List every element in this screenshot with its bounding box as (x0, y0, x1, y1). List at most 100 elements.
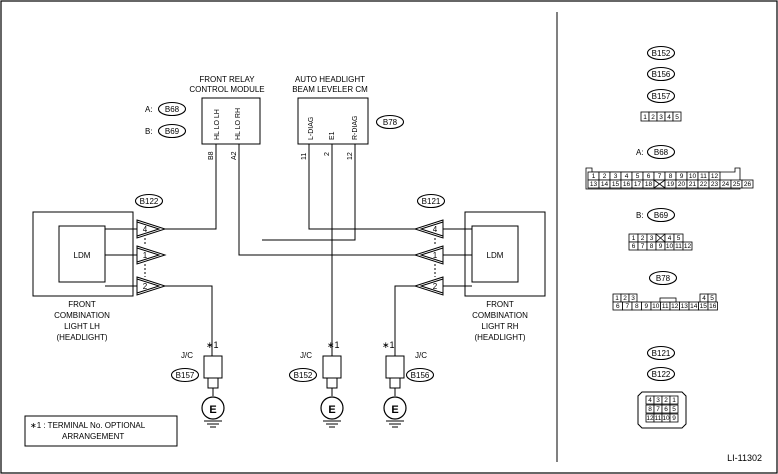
b69-row1-pin-label: 5 (677, 235, 681, 242)
jc-pin-label: 1 (643, 114, 647, 121)
right-label-3: LIGHT RH (481, 322, 518, 331)
left-label-2: COMBINATION (54, 311, 110, 320)
lamp-row2-cell (669, 404, 679, 414)
right-pin-4: 4 (433, 225, 438, 234)
b69-row2-pin-label: 8 (650, 243, 654, 250)
lamp-row3-pin-label: 9 (672, 415, 676, 422)
b69-row2-pin-label: 12 (684, 243, 692, 250)
b78-row1a-pin-label: 2 (623, 295, 627, 302)
b68-row2-pin-label: 15 (612, 181, 620, 188)
b68-row1-pin-label: 12 (711, 173, 719, 180)
ref-a-code: B68 (165, 105, 180, 114)
relay-title-2: CONTROL MODULE (189, 85, 264, 94)
panel-b69-code: B69 (654, 211, 669, 220)
jc-pin-label: 2 (651, 114, 655, 121)
b68-row1-pin-label: 8 (669, 173, 673, 180)
ground-center: ∗1 J/C B152 E (288, 340, 344, 428)
panel-b68-code: B68 (654, 148, 669, 157)
ground-center-jc: J/C (300, 351, 312, 360)
b78-row1b-pin-label: 4 (702, 295, 706, 302)
b68-row1-pin-label: 11 (700, 173, 707, 180)
b68-row1-pin-label: 5 (636, 173, 640, 180)
relay-connector-refs: A: B68 B: B69 (145, 101, 187, 139)
ground-right-jc: J/C (415, 351, 427, 360)
b68-row1-pin-label: 6 (647, 173, 651, 180)
ground-right-code: B156 (411, 371, 430, 380)
b68-row2-blank-cavity (653, 179, 666, 189)
front-relay-control-module: FRONT RELAY CONTROL MODULE HL LO LH HL L… (189, 75, 264, 160)
b78-row2-pin-label: 13 (681, 303, 689, 310)
leveler-title-1: AUTO HEADLIGHT (295, 75, 365, 84)
lamp-row1-pin-label: 3 (656, 397, 660, 404)
left-headlight: LDM B122 4 1 2 FRONT COMBINATION LIGHT L… (32, 193, 167, 342)
b78-row1a-pin-label: 3 (631, 295, 635, 302)
left-label-1: FRONT (68, 300, 96, 309)
left-connector-code: B122 (140, 197, 159, 206)
wiring (165, 144, 415, 358)
b68-row2-pin-label: 23 (711, 181, 719, 188)
lamp-connector-housing (637, 391, 687, 429)
left-pin-2: 2 (143, 282, 148, 291)
b78-row1a-pin-label: 1 (615, 295, 619, 302)
b69-row1-pin-label: 3 (650, 235, 654, 242)
lamp-row2-pin-label: 7 (656, 406, 660, 413)
panel-lamp-code-1: B122 (652, 370, 671, 379)
b78-row2-pin-label: 9 (644, 303, 648, 310)
b78-row2-pin-label: 14 (690, 303, 698, 310)
left-ldm-box (58, 225, 106, 283)
ground-center-e: E (328, 404, 335, 416)
jc-pin-label: 5 (675, 114, 679, 121)
ground-left-mark: ∗1 (206, 340, 219, 350)
leveler-pin-e1: E1 (329, 131, 336, 140)
ground-center-symbol (320, 396, 344, 420)
relay-pin-hl-lo-lh: HL LO LH (214, 109, 221, 140)
lamp-row3-cell (669, 413, 679, 423)
lamp-row3-pin-label: 11 (655, 415, 662, 422)
b78-row2-pin-label: 6 (616, 303, 620, 310)
b68-row1-pin-label: 7 (658, 173, 662, 180)
ref-b-label: B: (145, 127, 153, 136)
right-pin-2: 2 (433, 282, 438, 291)
b68-row2-pin-label: 25 (733, 181, 741, 188)
b68-row2-pin-label: 19 (667, 181, 675, 188)
left-ldm-label: LDM (74, 251, 91, 260)
ref-b-code: B69 (165, 127, 180, 136)
ground-right: ∗1 J/C B156 E (382, 340, 435, 428)
ground-right-e: E (391, 404, 398, 416)
jc-cell (672, 111, 682, 122)
b69-row1-pin-label: 4 (668, 235, 672, 242)
ground-left-e: E (209, 404, 216, 416)
leveler-box (297, 97, 369, 145)
panel-jc-code-2: B157 (652, 92, 671, 101)
right-headlight: LDM B121 4 1 2 FRONT COMBINATION LIGHT R… (413, 193, 546, 342)
b68-row2-pin-label: 20 (678, 181, 686, 188)
b68-row2-pin-label: 14 (601, 181, 609, 188)
ref-a-label: A: (145, 105, 153, 114)
lamp-row2-pin-label: 5 (672, 406, 676, 413)
b68-row2-pin-label: 17 (634, 181, 642, 188)
jc-pin-label: 3 (659, 114, 663, 121)
b68-row2-pin-label: 16 (623, 181, 631, 188)
ground-left-symbol (201, 396, 225, 420)
relay-title-1: FRONT RELAY (199, 75, 255, 84)
leveler-terminal-11: 11 (301, 153, 308, 160)
lamp-row1-cell (669, 395, 679, 405)
ground-center-code: B152 (294, 371, 313, 380)
b68-row2-pin-label: 18 (645, 181, 653, 188)
ground-left-code: B157 (176, 371, 195, 380)
left-pin-1: 1 (143, 251, 148, 260)
ground-right-mark: ∗1 (382, 340, 395, 350)
b78-row2-pin-label: 16 (709, 303, 717, 310)
b68-row1-pin-label: 3 (614, 173, 618, 180)
leveler-terminal-12: 12 (347, 152, 354, 160)
leveler-pin-l-diag: L-DIAG (308, 117, 315, 140)
b78-row2-pin-label: 7 (625, 303, 629, 310)
right-label-2: COMBINATION (472, 311, 528, 320)
panel-b69-label: B: (636, 211, 644, 220)
terminal-note: ∗1 : TERMINAL No. OPTIONAL ARRANGEMENT (24, 415, 178, 447)
